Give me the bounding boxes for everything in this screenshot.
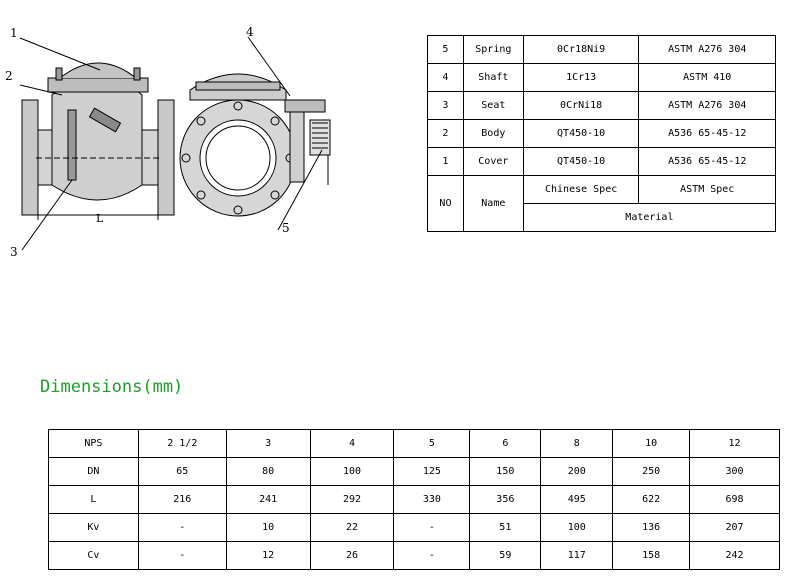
cell: 3 xyxy=(225,429,311,458)
callout-3: 3 xyxy=(10,245,18,259)
table-header-row: Material xyxy=(428,203,777,232)
callout-1: 1 xyxy=(10,26,18,40)
cell: 158 xyxy=(612,541,691,570)
cell: 136 xyxy=(612,513,691,542)
cell-astm-spec: ASTM 410 xyxy=(638,63,776,92)
cell: 6 xyxy=(469,429,542,458)
cell: 80 xyxy=(225,457,311,486)
table-row: 1 Cover QT450-10 A536 65-45-12 xyxy=(427,147,776,176)
callout-5: 5 xyxy=(282,221,290,235)
cell-astm-spec: ASTM A276 304 xyxy=(638,91,776,120)
cell: 100 xyxy=(540,513,614,542)
table-row: NPS 2 1/2 3 4 5 6 8 10 12 xyxy=(48,429,780,458)
cell: 22 xyxy=(309,513,395,542)
table-row: 5 Spring 0Cr18Ni9 ASTM A276 304 xyxy=(427,35,776,64)
cell-no: 3 xyxy=(427,91,464,120)
cell: 250 xyxy=(612,457,691,486)
cell-chinese-spec: QT450-10 xyxy=(522,147,640,176)
cell: - xyxy=(393,513,471,542)
cell: 4 xyxy=(309,429,395,458)
cell-no: 5 xyxy=(427,35,464,64)
header-no: NO xyxy=(427,175,464,232)
header-material: Material xyxy=(522,203,777,232)
cell: 150 xyxy=(469,457,542,486)
cell: - xyxy=(137,513,227,542)
cell: 207 xyxy=(689,513,780,542)
cell-name: Body xyxy=(462,119,524,148)
cell: 125 xyxy=(393,457,471,486)
cell: 698 xyxy=(689,485,780,514)
cell: 59 xyxy=(469,541,542,570)
row-label: Cv xyxy=(48,541,139,570)
cell: - xyxy=(393,541,471,570)
table-row: Cv - 12 26 - 59 117 158 242 xyxy=(48,541,780,570)
header-astm-spec: ASTM Spec xyxy=(638,175,776,204)
cell: 5 xyxy=(393,429,471,458)
callout-2: 2 xyxy=(5,69,13,83)
cell: 330 xyxy=(393,485,471,514)
cell: 242 xyxy=(689,541,780,570)
cell: 117 xyxy=(540,541,614,570)
table-row: L 216 241 292 330 356 495 622 698 xyxy=(48,485,780,514)
cell: 8 xyxy=(540,429,614,458)
cell-chinese-spec: 1Cr13 xyxy=(522,63,640,92)
cell: 300 xyxy=(689,457,780,486)
cell-no: 1 xyxy=(427,147,464,176)
cell: 356 xyxy=(469,485,542,514)
cell: 2 1/2 xyxy=(137,429,227,458)
cell: 26 xyxy=(309,541,395,570)
row-label: L xyxy=(48,485,139,514)
cell: 622 xyxy=(612,485,691,514)
cell-name: Seat xyxy=(462,91,524,120)
valve-section-view xyxy=(21,62,175,220)
cell: 12 xyxy=(689,429,780,458)
cell: 12 xyxy=(225,541,311,570)
cell-name: Shaft xyxy=(462,63,524,92)
table-row: Kv - 10 22 - 51 100 136 207 xyxy=(48,513,780,542)
cell: 495 xyxy=(540,485,614,514)
table-row: 2 Body QT450-10 A536 65-45-12 xyxy=(427,119,776,148)
cell: 200 xyxy=(540,457,614,486)
cell: 241 xyxy=(225,485,311,514)
cell-no: 2 xyxy=(427,119,464,148)
table-row: 4 Shaft 1Cr13 ASTM 410 xyxy=(427,63,776,92)
cell-chinese-spec: 0Cr18Ni9 xyxy=(522,35,640,64)
cell: 51 xyxy=(469,513,542,542)
cell: 65 xyxy=(137,457,227,486)
callout-4: 4 xyxy=(246,25,254,39)
valve-front-view xyxy=(179,73,331,217)
header-name: Name xyxy=(462,175,524,232)
cell: 216 xyxy=(137,485,227,514)
cell-astm-spec: ASTM A276 304 xyxy=(638,35,776,64)
table-row: 3 Seat 0CrNi18 ASTM A276 304 xyxy=(427,91,776,120)
cell-chinese-spec: 0CrNi18 xyxy=(522,91,640,120)
cell: 100 xyxy=(309,457,395,486)
cell-name: Cover xyxy=(462,147,524,176)
table-row: DN 65 80 100 125 150 200 250 300 xyxy=(48,457,780,486)
cell: 10 xyxy=(612,429,691,458)
material-table: 5 Spring 0Cr18Ni9 ASTM A276 304 4 Shaft … xyxy=(427,35,777,232)
valve-drawing: 1 2 3 4 5 L xyxy=(5,25,331,259)
cell: 10 xyxy=(225,513,311,542)
length-label: L xyxy=(96,212,104,225)
cell-name: Spring xyxy=(462,35,524,64)
row-label: Kv xyxy=(48,513,139,542)
cell-chinese-spec: QT450-10 xyxy=(522,119,640,148)
cell-astm-spec: A536 65-45-12 xyxy=(638,147,776,176)
cell: 292 xyxy=(309,485,395,514)
row-label: NPS xyxy=(48,429,139,458)
cell: - xyxy=(137,541,227,570)
header-chinese-spec: Chinese Spec xyxy=(522,175,640,204)
table-header-row: NO Name Chinese Spec ASTM Spec xyxy=(427,175,776,232)
dimensions-table: NPS 2 1/2 3 4 5 6 8 10 12 DN 65 80 100 1… xyxy=(48,429,780,570)
cell-astm-spec: A536 65-45-12 xyxy=(638,119,776,148)
dimensions-title: Dimensions(mm) xyxy=(40,377,184,397)
row-label: DN xyxy=(48,457,139,486)
cell-no: 4 xyxy=(427,63,464,92)
